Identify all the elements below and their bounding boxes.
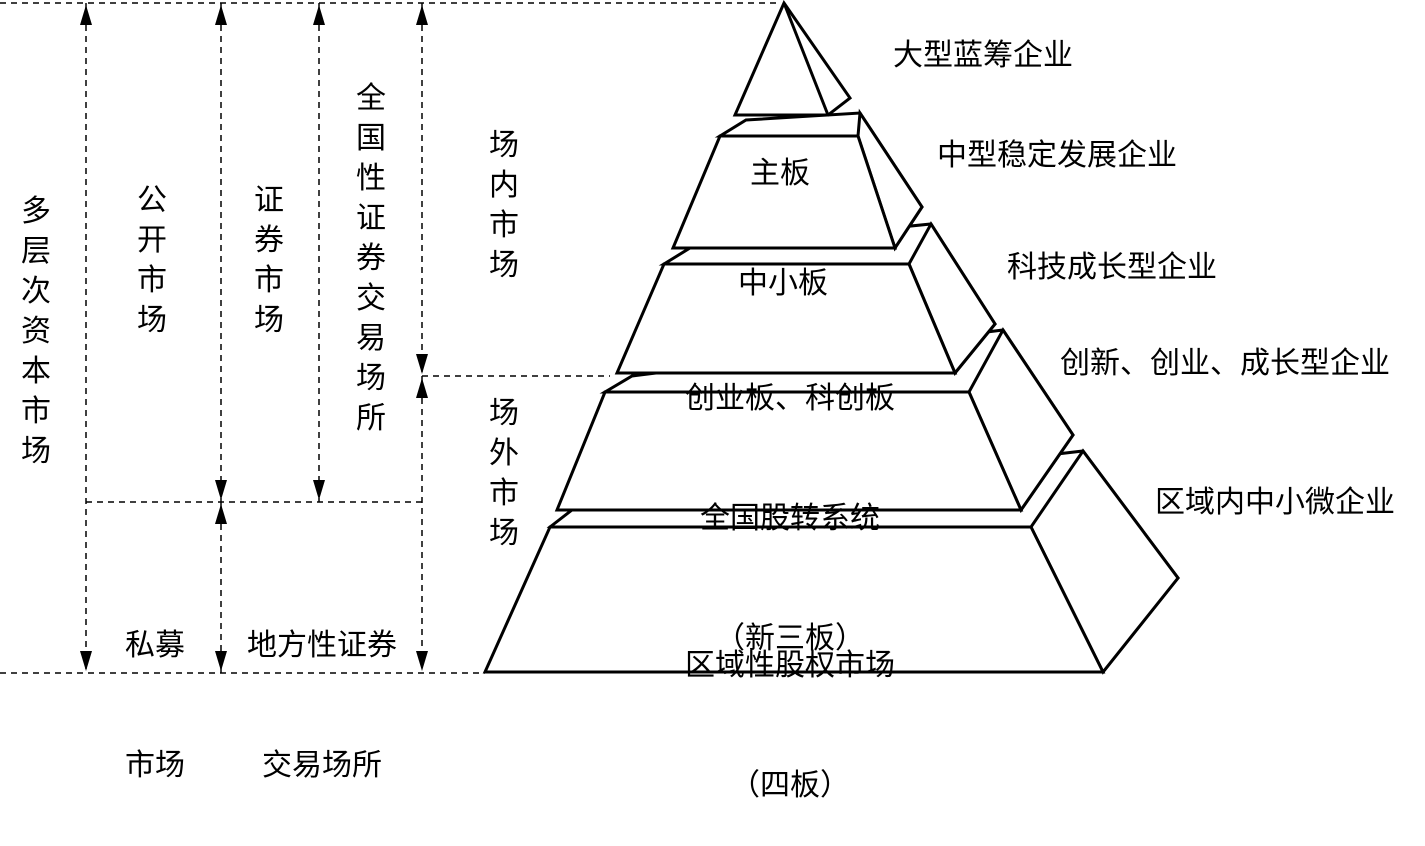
tier-label-line2: （四板） [730, 768, 850, 803]
arrow-down-icon [313, 480, 325, 500]
arrow-down-icon [215, 480, 227, 500]
private-market-label-line2: 市场 [125, 748, 185, 783]
on-exchange-market-label: 场内市场 [489, 128, 519, 283]
private-market-label-line1: 私募 [125, 628, 185, 663]
securities-market-label: 证券市场 [254, 183, 284, 338]
tier-label-line1: 全国股转系统 [700, 501, 880, 536]
local-exchange-label: 地方性证券 交易场所 [232, 546, 412, 826]
enterprise-label-regional-sme: 区域内中小微企业 [1155, 485, 1395, 520]
arrow-down-icon [416, 354, 428, 374]
multi-level-market-label: 多层次资本市场 [21, 194, 51, 469]
private-market-label: 私募 市场 [110, 546, 200, 826]
off-exchange-market-label: 场外市场 [489, 396, 519, 551]
pyramid-tier-growth [614, 221, 997, 376]
national-exchange-label: 全国性证券交易场所 [356, 81, 386, 436]
tier-label-line1: 区域性股权市场 [685, 648, 895, 683]
tier-label-line2: （新三板） [715, 621, 865, 656]
tier-growth-board-label: 创业板、科创板 [640, 299, 940, 459]
enterprise-label-large-bluechip: 大型蓝筹企业 [893, 38, 1073, 73]
pyramid [482, 0, 1180, 675]
arrow-down-icon [215, 651, 227, 671]
tier-sme-board-label: 中小板 [708, 184, 858, 344]
tier-neeq-label: 全国股转系统 （新三板） [640, 419, 940, 699]
tier-regional-label: 区域性股权市场 （四板） [620, 566, 960, 846]
enterprise-label-innovation-startup: 创新、创业、成长型企业 [1060, 346, 1390, 381]
arrow-up-icon [80, 5, 92, 25]
arrow-up-icon [416, 378, 428, 398]
local-exchange-label-line2: 交易场所 [262, 748, 382, 783]
enterprise-label-tech-growth: 科技成长型企业 [1007, 250, 1217, 285]
arrow-up-icon [416, 5, 428, 25]
tier-label-line1: 中小板 [738, 266, 828, 301]
arrow-heads [80, 5, 428, 671]
pyramid-tier-neeq [554, 327, 1075, 514]
pyramid-tier-main [732, 0, 853, 117]
arrow-up-icon [215, 5, 227, 25]
arrow-down-icon [416, 651, 428, 671]
arrow-down-icon [80, 651, 92, 671]
dashed-guides [0, 2, 780, 674]
arrow-up-icon [313, 5, 325, 25]
enterprise-label-midsize-stable: 中型稳定发展企业 [937, 138, 1177, 173]
local-exchange-label-line1: 地方性证券 [247, 628, 397, 663]
pyramid-diagram [0, 0, 1180, 675]
public-market-label: 公开市场 [137, 183, 167, 338]
tier-main-board-label: 主板 [735, 74, 825, 234]
pyramid-tier-sme [670, 108, 924, 252]
tier-label-line1: 创业板、科创板 [685, 381, 895, 416]
tier-label-line1: 主板 [750, 156, 810, 191]
arrow-up-icon [215, 504, 227, 524]
